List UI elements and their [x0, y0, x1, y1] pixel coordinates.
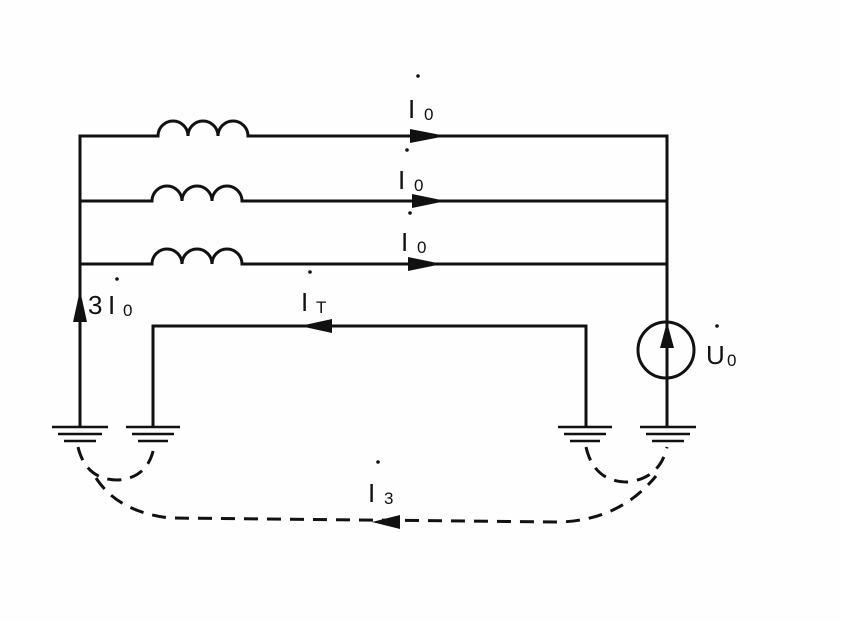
- svg-text:I: I: [401, 227, 408, 257]
- ground-symbol-2-icon: [126, 425, 180, 443]
- phase-line-3: [78, 247, 669, 271]
- svg-text:3: 3: [384, 489, 393, 508]
- svg-text:I: I: [301, 287, 308, 317]
- ground-symbol-4-icon: [640, 425, 696, 443]
- current-arrow-3i0: [73, 290, 87, 322]
- current-arrow-i0-top: [410, 129, 446, 143]
- voltage-source-icon: [636, 320, 696, 382]
- label-i3: I 3: [368, 460, 393, 508]
- svg-text:0: 0: [123, 301, 132, 320]
- ground-symbol-3-icon: [558, 425, 612, 443]
- current-arrow-i3: [372, 515, 400, 529]
- svg-text:0: 0: [727, 351, 736, 370]
- label-it: I T: [301, 270, 326, 317]
- current-arrow-it: [300, 319, 332, 333]
- svg-text:0: 0: [424, 105, 433, 124]
- svg-text:I: I: [108, 290, 115, 320]
- current-arrow-i0-bot: [408, 257, 442, 271]
- inductor-2-icon: [150, 184, 244, 202]
- ground-symbol-1-icon: [52, 425, 108, 443]
- inductor-3-icon: [150, 247, 244, 265]
- svg-text:T: T: [316, 298, 326, 317]
- label-i0-top: I 0: [408, 74, 433, 124]
- svg-text:I: I: [368, 478, 375, 508]
- svg-text:U: U: [706, 340, 725, 370]
- svg-text:I: I: [398, 165, 405, 195]
- ground-wire-loop: [151, 319, 588, 428]
- label-i0-bot: I 0: [401, 211, 426, 257]
- svg-text:0: 0: [417, 238, 426, 257]
- inductor-1-icon: [156, 119, 250, 137]
- phase-line-1: [78, 119, 669, 143]
- svg-text:3: 3: [88, 290, 102, 320]
- label-i0-mid: I 0: [398, 148, 423, 195]
- current-arrow-i0-mid: [412, 194, 446, 208]
- label-u0: U 0: [706, 324, 736, 370]
- phase-line-2: [78, 184, 669, 208]
- svg-text:I: I: [408, 94, 415, 124]
- svg-text:0: 0: [414, 176, 423, 195]
- earth-current-path: [76, 446, 669, 529]
- label-3i0: 3 I 0: [88, 277, 132, 320]
